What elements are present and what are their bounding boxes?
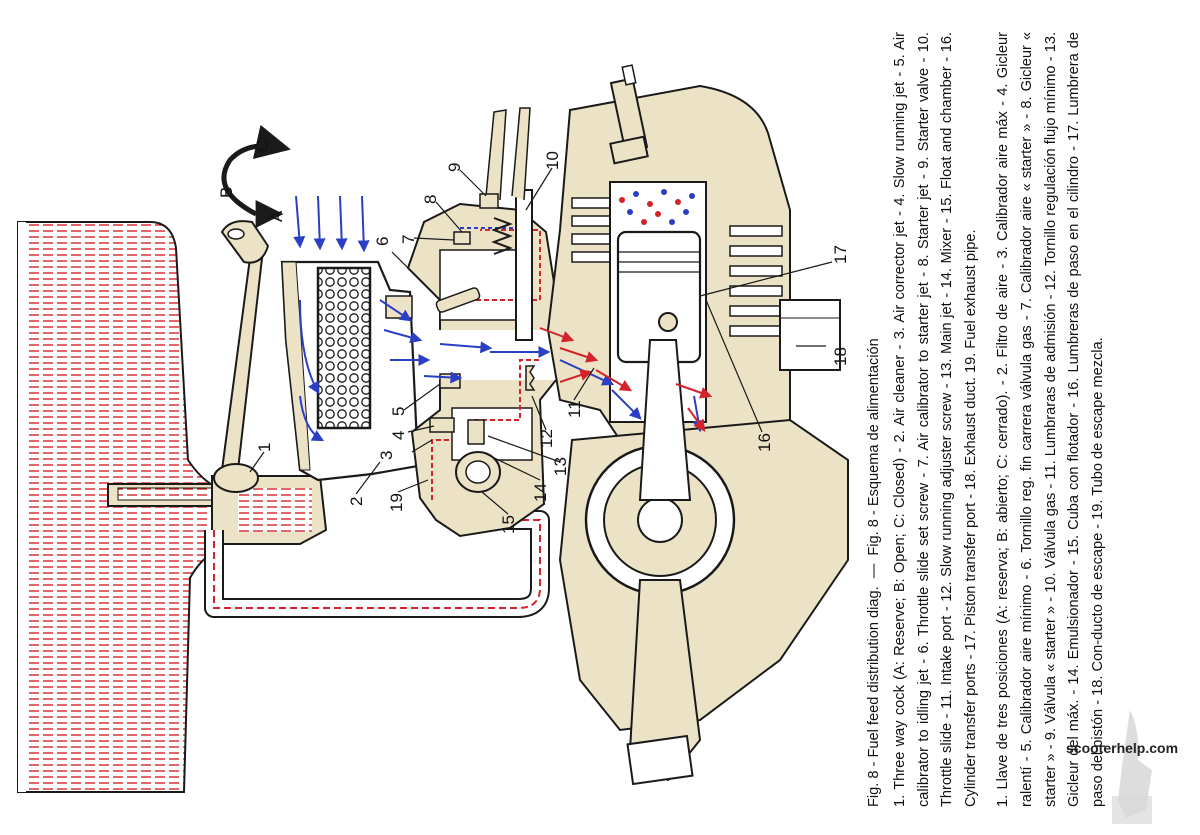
fuel-tap-body (107, 475, 328, 545)
caption-english: Fig. 8 - Fuel feed distribution diag. (866, 586, 882, 807)
fuel-pipe (204, 510, 550, 618)
callout-17: 17 (831, 245, 850, 264)
caption-separator: — (866, 563, 882, 579)
carburettor (406, 107, 562, 538)
callout-11: 11 (565, 400, 584, 418)
figure-title: Fig. 8 - Fuel feed distribution diag. — … (863, 32, 887, 807)
site-credit: scooterhelp.com (1066, 740, 1179, 756)
air-cleaner (280, 260, 420, 482)
callout-4: 4 (389, 431, 408, 440)
callout-2: 2 (347, 497, 366, 506)
callout-9: 9 (445, 163, 464, 172)
fuel-feed-diagram: 1 2 3 4 5 6 7 8 9 10 11 12 13 14 15 16 1… (17, 64, 850, 793)
callout-pos-a: A (267, 210, 286, 222)
fuel-flow (539, 327, 713, 432)
callout-6: 6 (373, 237, 392, 246)
callout-leaders (249, 167, 833, 515)
tap-lever[interactable] (213, 220, 270, 493)
callout-8: 8 (421, 195, 440, 204)
legend-spanish: 1. Llave de tres posiciones (A: reserva;… (994, 32, 1107, 807)
watermark-logo-icon (1112, 710, 1152, 824)
caption-spanish: Fig. 8 - Esquema de alimentación (866, 338, 882, 556)
callout-5: 5 (389, 407, 408, 416)
callout-15: 15 (499, 515, 518, 534)
callout-labels: 1 2 3 4 5 6 7 8 9 10 11 12 13 14 15 16 1… (217, 140, 850, 534)
spark-plug (609, 64, 649, 165)
callout-16: 16 (755, 433, 774, 452)
tap-position-arrow (221, 124, 291, 228)
callout-14: 14 (531, 483, 550, 502)
callout-18: 18 (831, 347, 850, 366)
callout-pos-c: C (253, 140, 272, 152)
crankcase (558, 339, 849, 786)
callout-19: 19 (387, 493, 406, 512)
callout-7: 7 (399, 235, 418, 244)
callout-10: 10 (543, 151, 562, 170)
callout-1: 1 (255, 443, 274, 452)
callout-3: 3 (377, 451, 396, 460)
callout-12: 12 (537, 429, 556, 448)
exhaust-duct (779, 299, 841, 371)
callout-pos-b: B (217, 187, 236, 198)
legend-english: 1. Three way cock (A: Reserve; B: Open; … (891, 32, 980, 807)
callout-13: 13 (551, 457, 570, 476)
combustion-mix (619, 189, 695, 225)
